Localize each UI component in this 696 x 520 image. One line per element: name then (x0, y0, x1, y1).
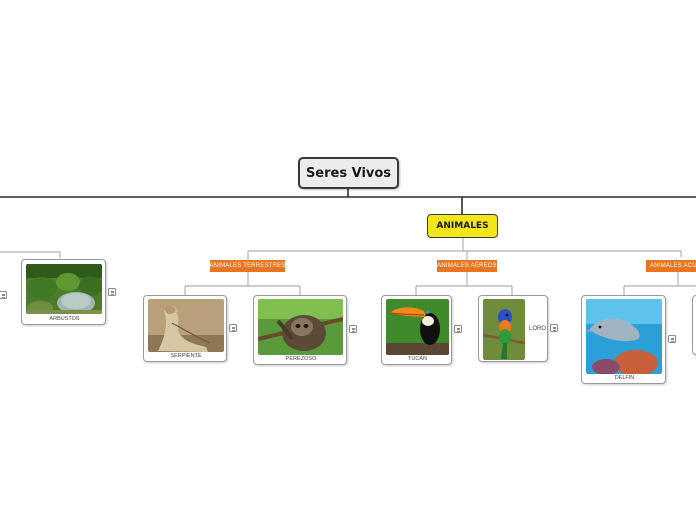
label-delfin: DELFÍN (614, 375, 635, 381)
photo-arbustos (26, 264, 102, 314)
main-topic-animales[interactable]: ANIMALES (427, 214, 498, 238)
card-partial-right[interactable] (692, 295, 696, 355)
label-serpiente: SERPIENTE (170, 353, 202, 359)
root-topic[interactable]: Seres Vivos (298, 157, 399, 189)
category-acuaticos[interactable]: ANIMALES ACUÁTICOS (646, 260, 696, 272)
note-icon[interactable] (0, 291, 7, 299)
category-aereos[interactable]: ANIMALES AÉREOS (437, 260, 497, 272)
note-icon[interactable] (349, 325, 357, 333)
note-icon[interactable] (550, 324, 558, 332)
label-perezoso: PEREZOSO (285, 356, 317, 362)
photo-serpiente (148, 299, 224, 352)
label-loro: LORO (529, 326, 547, 332)
photo-tucan (386, 299, 449, 355)
card-perezoso[interactable]: PEREZOSO (253, 295, 347, 365)
photo-delfin (586, 299, 662, 374)
note-icon[interactable] (108, 288, 116, 296)
note-icon[interactable] (229, 324, 237, 332)
card-tucan[interactable]: TUCÁN (381, 295, 452, 365)
label-arbustos: ARBUSTOS (49, 316, 80, 322)
card-delfin[interactable]: DELFÍN (581, 295, 666, 384)
photo-loro (483, 299, 525, 360)
note-icon[interactable] (668, 335, 676, 343)
category-terrestres[interactable]: ANIMALES TERRESTRES (210, 260, 285, 272)
card-arbustos[interactable]: ARBUSTOS (21, 259, 106, 325)
photo-perezoso (258, 299, 343, 355)
label-tucan: TUCÁN (408, 356, 427, 362)
note-icon[interactable] (454, 325, 462, 333)
card-loro[interactable]: LORO (478, 295, 548, 362)
card-serpiente[interactable]: SERPIENTE (143, 295, 227, 362)
